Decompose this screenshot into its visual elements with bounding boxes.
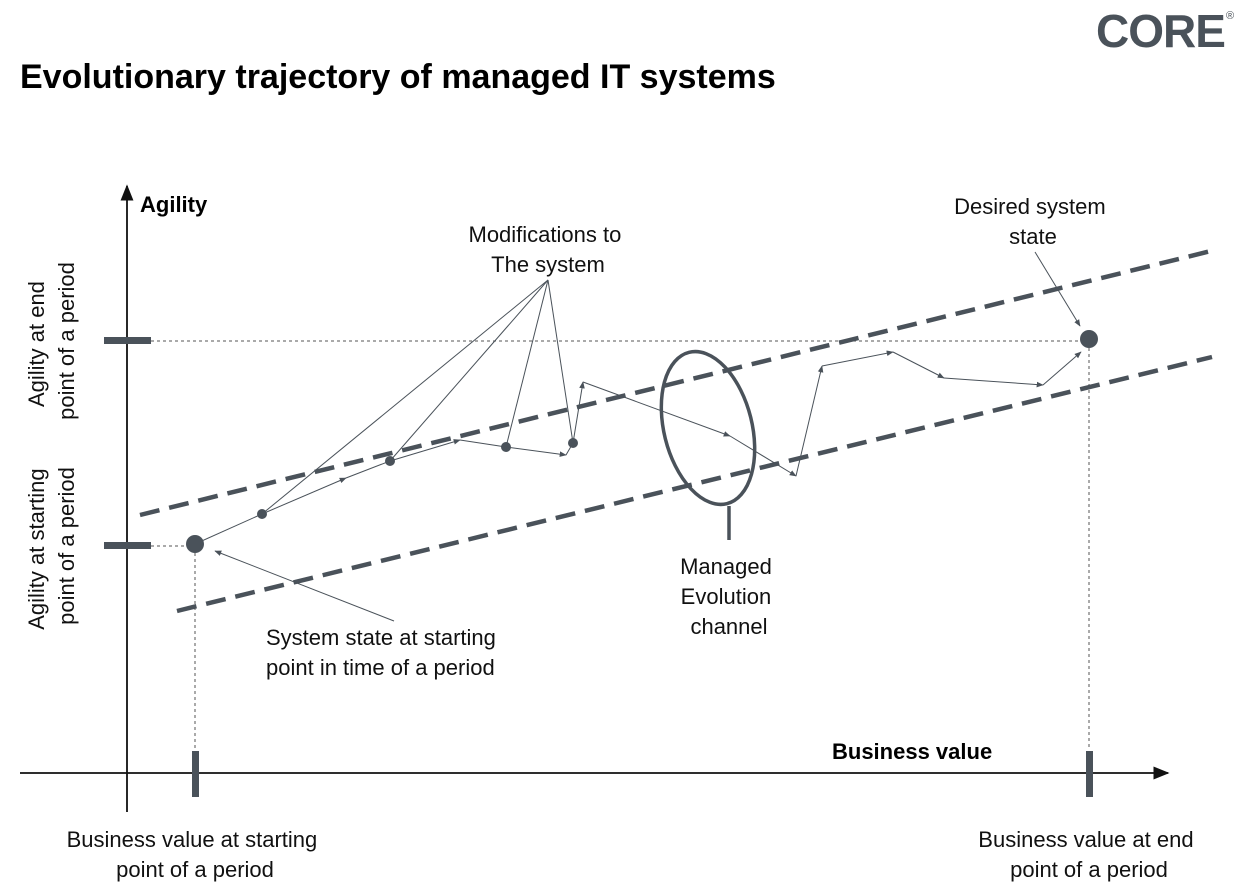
registered-mark: ® bbox=[1226, 10, 1235, 22]
trajectory-segment bbox=[459, 439, 507, 448]
start-state-pointer bbox=[214, 550, 395, 622]
core-logo: CORE bbox=[1096, 5, 1226, 57]
trajectory-segment bbox=[345, 460, 391, 479]
trajectory-segment bbox=[892, 351, 945, 379]
x-tick-start bbox=[192, 751, 199, 797]
trajectory-segment bbox=[729, 435, 797, 477]
channel-label: Managed Evolution channel bbox=[680, 554, 778, 639]
trajectory-segment bbox=[821, 350, 894, 367]
page-title: Evolutionary trajectory of managed IT sy… bbox=[20, 58, 776, 96]
desired-state-label: Desired system state bbox=[954, 194, 1112, 249]
modification-pointer bbox=[261, 279, 549, 515]
trajectory-segment bbox=[572, 381, 585, 444]
trajectory-segment bbox=[1042, 351, 1082, 386]
trajectory-segment bbox=[505, 446, 567, 457]
modification-pointer bbox=[547, 279, 574, 444]
modifications-label: Modifications to The system bbox=[469, 222, 628, 277]
channel-upper-boundary bbox=[139, 247, 1216, 518]
desired-state-pointer bbox=[1034, 251, 1081, 327]
channel-lower-boundary bbox=[176, 354, 1213, 614]
desired-state-point bbox=[1080, 330, 1098, 348]
start-state-point bbox=[186, 535, 204, 553]
trajectory-segment bbox=[194, 513, 263, 545]
channel-highlight-ellipse bbox=[659, 349, 757, 507]
y-tick-end-label: Agility at end point of a period bbox=[24, 262, 79, 420]
trajectory-segment bbox=[389, 439, 461, 462]
y-tick-start-label: Agility at starting point of a period bbox=[24, 462, 79, 630]
trajectory-segment bbox=[582, 381, 731, 437]
trajectory-segment bbox=[795, 365, 824, 477]
y-tick-start bbox=[104, 542, 151, 549]
modification-point bbox=[385, 456, 395, 466]
x-tick-end bbox=[1086, 751, 1093, 797]
modification-point bbox=[257, 509, 267, 519]
x-tick-end-label: Business value at end point of a period bbox=[978, 827, 1199, 882]
trajectory-segment bbox=[261, 477, 347, 515]
trajectory-segment bbox=[943, 377, 1044, 388]
modification-point bbox=[568, 438, 578, 448]
modification-point bbox=[501, 442, 511, 452]
start-state-label: System state at starting point in time o… bbox=[266, 625, 502, 680]
y-axis-label: Agility bbox=[140, 192, 208, 217]
modification-pointer bbox=[505, 279, 549, 448]
x-axis-label: Business value bbox=[832, 739, 992, 764]
x-tick-start-label: Business value at starting point of a pe… bbox=[67, 827, 324, 882]
y-tick-end bbox=[104, 337, 151, 344]
modification-pointer bbox=[389, 279, 549, 462]
